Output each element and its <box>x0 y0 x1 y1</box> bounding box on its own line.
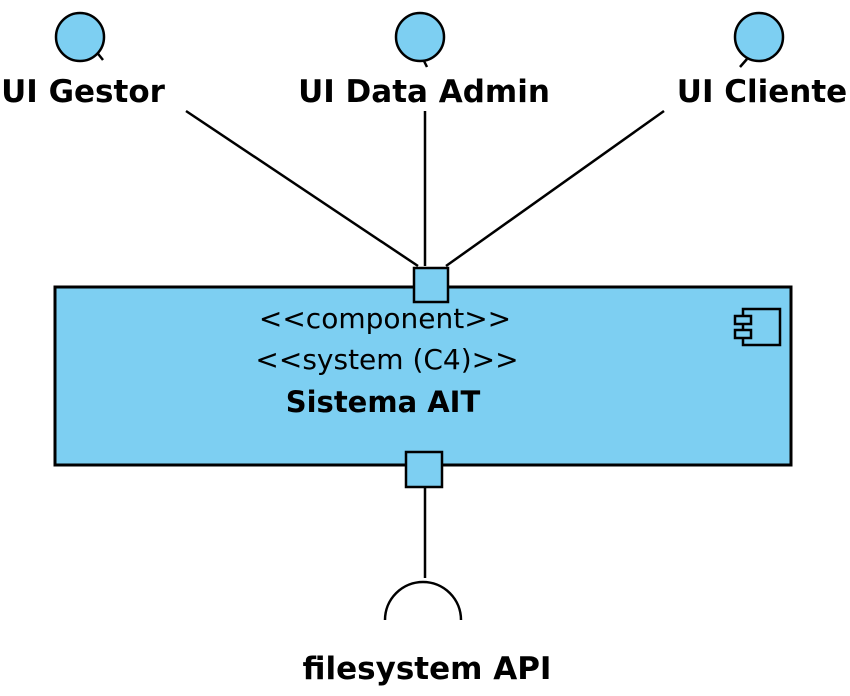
component-name: Sistema AIT <box>286 385 481 419</box>
interface-label-ui-gestor: UI Gestor <box>1 74 166 110</box>
required-interface-socket <box>383 580 463 621</box>
component-stereotype-component: <<component>> <box>259 302 511 335</box>
top-port <box>412 266 450 304</box>
component-stereotype-system: <<system (C4)>> <box>255 343 518 376</box>
interface-ui-cliente-lollipop <box>733 11 785 68</box>
interface-ui-data-admin-lollipop <box>394 11 446 68</box>
interface-label-ui-data-admin: UI Data Admin <box>298 74 550 110</box>
connector-ui-gestor <box>185 109 419 268</box>
interface-label-ui-cliente: UI Cliente <box>677 74 847 110</box>
interface-ui-gestor-lollipop <box>54 11 106 63</box>
connector-ui-cliente <box>445 109 665 268</box>
required-interface-label: filesystem API <box>303 651 552 687</box>
component-icon <box>733 307 782 347</box>
component-box <box>53 285 793 467</box>
bottom-port <box>404 450 444 489</box>
